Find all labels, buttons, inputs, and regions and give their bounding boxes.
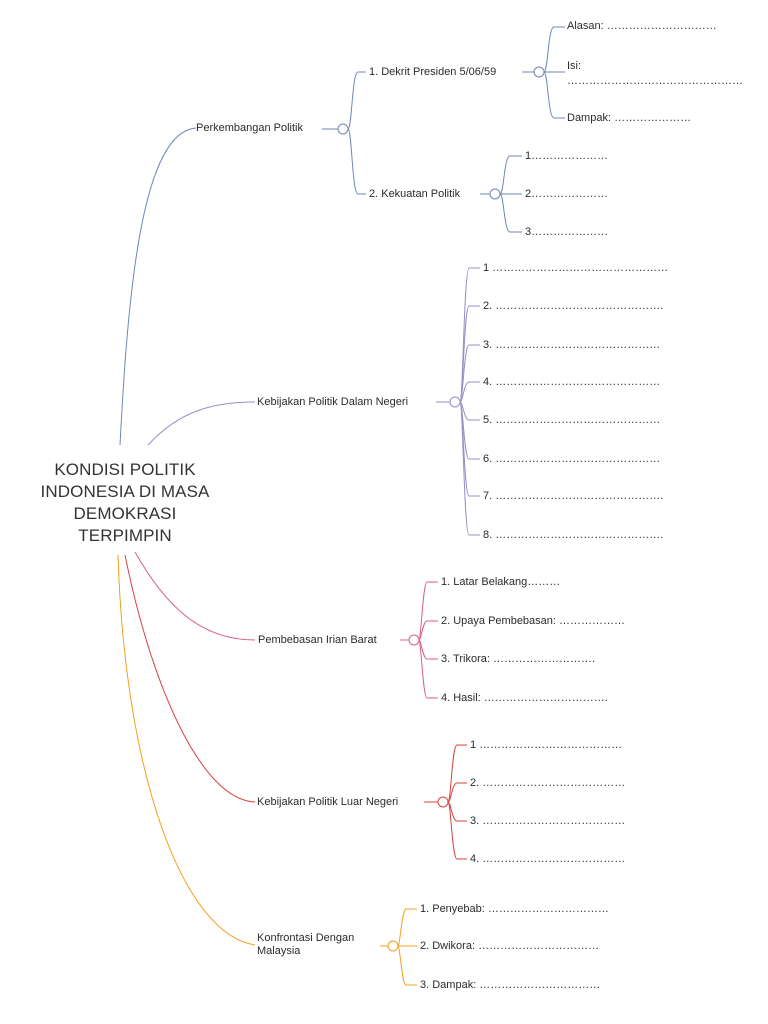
kekuatan-item-3[interactable]: 3………………… (525, 226, 609, 238)
perkembangan-connector-2 (347, 128, 366, 195)
irian-connector-2 (418, 620, 438, 641)
kekuatan-node[interactable] (489, 188, 501, 200)
dalam-negeri-item-6[interactable]: 6. ……………………………………… (483, 453, 661, 465)
dalam-negeri-item-7[interactable]: 7. ………………………………………. (483, 490, 664, 502)
central-topic[interactable]: KONDISI POLITIK INDONESIA DI MASA DEMOKR… (40, 460, 210, 545)
subtopic-dekrit-presiden[interactable]: 1. Dekrit Presiden 5/06/59 (369, 66, 497, 78)
luar-negeri-item-2[interactable]: 2. ………………………………… (470, 777, 626, 789)
main-connector-perkembangan (119, 127, 197, 446)
perkembangan-connector-1 (347, 71, 366, 130)
irian-connector-4 (418, 639, 438, 699)
malaysia-item-1[interactable]: 1. Penyebab: …………………………… (420, 903, 609, 915)
irian-item-3[interactable]: 3. Trikora: ………………………. (441, 653, 596, 665)
dalam-negeri-item-2[interactable]: 2. ………………………………………. (483, 300, 664, 312)
main-connector-konfrontasi (117, 554, 256, 946)
luar-negeri-connector-1 (447, 744, 467, 803)
dalam-negeri-connector-8 (459, 401, 480, 536)
kekuatan-item-2[interactable]: 2………………… (525, 188, 609, 200)
dalam-negeri-connector-3 (459, 344, 480, 403)
dekrit-connector-3 (543, 71, 565, 119)
dekrit-node[interactable] (533, 66, 545, 78)
malaysia-node[interactable] (387, 940, 399, 952)
subtopic-kekuatan-politik[interactable]: 2. Kekuatan Politik (369, 188, 461, 200)
malaysia-item-2[interactable]: 2. Dwikora: …………………………… (420, 940, 600, 952)
main-connector-dalam-negeri (147, 401, 256, 446)
dalam-negeri-connector-5 (459, 401, 480, 421)
luar-negeri-connector-4 (447, 801, 467, 860)
topic-kebijakan-luar-negeri[interactable]: Kebijakan Politik Luar Negeri (257, 796, 399, 808)
perkembangan-node[interactable] (337, 123, 349, 135)
dalam-negeri-connector-4 (459, 381, 480, 403)
luar-negeri-item-1[interactable]: 1 ………………………………… (470, 739, 623, 751)
irian-connector-3 (418, 639, 438, 660)
luar-negeri-connector-2 (447, 782, 467, 803)
dalam-negeri-item-5[interactable]: 5. ……………………………………… (483, 414, 661, 426)
dalam-negeri-node[interactable] (449, 396, 461, 408)
luar-negeri-item-3[interactable]: 3. ………………………………… (470, 815, 626, 827)
luar-negeri-node[interactable] (437, 796, 449, 808)
irian-connector-1 (418, 581, 438, 641)
malaysia-connector-3 (397, 945, 417, 986)
dalam-negeri-connector-6 (459, 401, 480, 460)
topic-pembebasan-irian-barat[interactable]: Pembebasan Irian Barat (258, 634, 377, 646)
irian-node[interactable] (408, 634, 420, 646)
malaysia-item-3[interactable]: 3. Dampak: …………………………… (420, 979, 601, 991)
malaysia-connector-1 (397, 908, 417, 947)
irian-item-2[interactable]: 2. Upaya Pembebasan: ……………… (441, 615, 626, 627)
dekrit-connector-1 (543, 26, 565, 73)
item-dampak[interactable]: Dampak: ………………… (567, 112, 692, 124)
kekuatan-item-1[interactable]: 1………………… (525, 150, 609, 162)
irian-item-1[interactable]: 1. Latar Belakang……… (441, 576, 561, 588)
main-connector-luar-negeri (124, 554, 256, 803)
dalam-negeri-item-1[interactable]: 1 ………………………………………… (483, 262, 669, 274)
item-isi[interactable]: Isi: ………………………………………… (567, 60, 743, 87)
kekuatan-connector-3 (499, 193, 522, 233)
luar-negeri-item-4[interactable]: 4. ………………………………… (470, 853, 626, 865)
dalam-negeri-item-8[interactable]: 8. ………………………………………. (483, 529, 664, 541)
dalam-negeri-item-4[interactable]: 4. ……………………………………… (483, 376, 661, 388)
item-alasan[interactable]: Alasan: ………………………… (567, 20, 717, 32)
topic-konfrontasi-malaysia[interactable]: Konfrontasi Dengan Malaysia (257, 932, 355, 957)
main-connector-irian-barat (134, 551, 256, 641)
topic-perkembangan-politik[interactable]: Perkembangan Politik (196, 122, 304, 134)
kekuatan-connector-1 (499, 155, 522, 195)
dalam-negeri-item-3[interactable]: 3. ……………………………………… (483, 339, 661, 351)
topic-kebijakan-dalam-negeri[interactable]: Kebijakan Politik Dalam Negeri (257, 396, 409, 408)
luar-negeri-connector-3 (447, 801, 467, 822)
irian-item-4[interactable]: 4. Hasil: ……………………………. (441, 692, 608, 704)
